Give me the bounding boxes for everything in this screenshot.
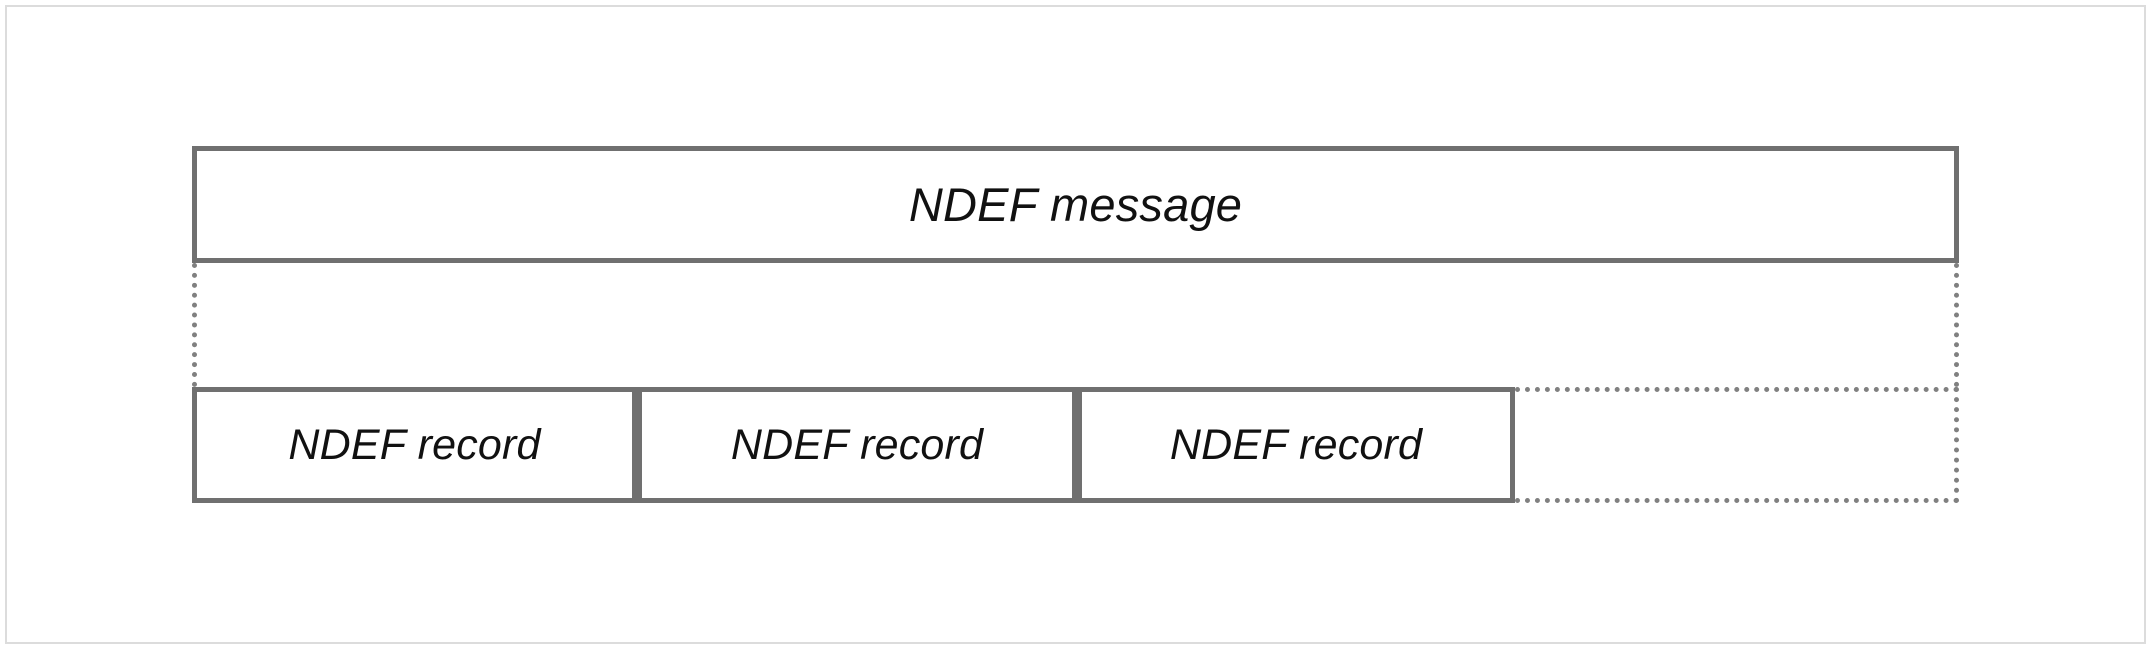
ndef-record-continuation-box	[1515, 387, 1959, 503]
ndef-record-label-2: NDEF record	[730, 420, 984, 469]
ndef-record-box-2: NDEF record	[637, 387, 1077, 503]
ndef-message-box: NDEF message	[192, 146, 1959, 263]
ndef-message-label: NDEF message	[908, 178, 1243, 231]
connector-rail-right	[1954, 263, 1959, 387]
ndef-record-label-1: NDEF record	[288, 420, 541, 469]
message-to-records-connector	[192, 263, 1959, 387]
ndef-record-row: NDEF record NDEF record NDEF record	[192, 387, 1959, 503]
connector-rail-left	[192, 263, 197, 387]
ndef-record-label-3: NDEF record	[1169, 420, 1423, 469]
ndef-record-box-3: NDEF record	[1077, 387, 1515, 503]
ndef-record-box-1: NDEF record	[192, 387, 637, 503]
